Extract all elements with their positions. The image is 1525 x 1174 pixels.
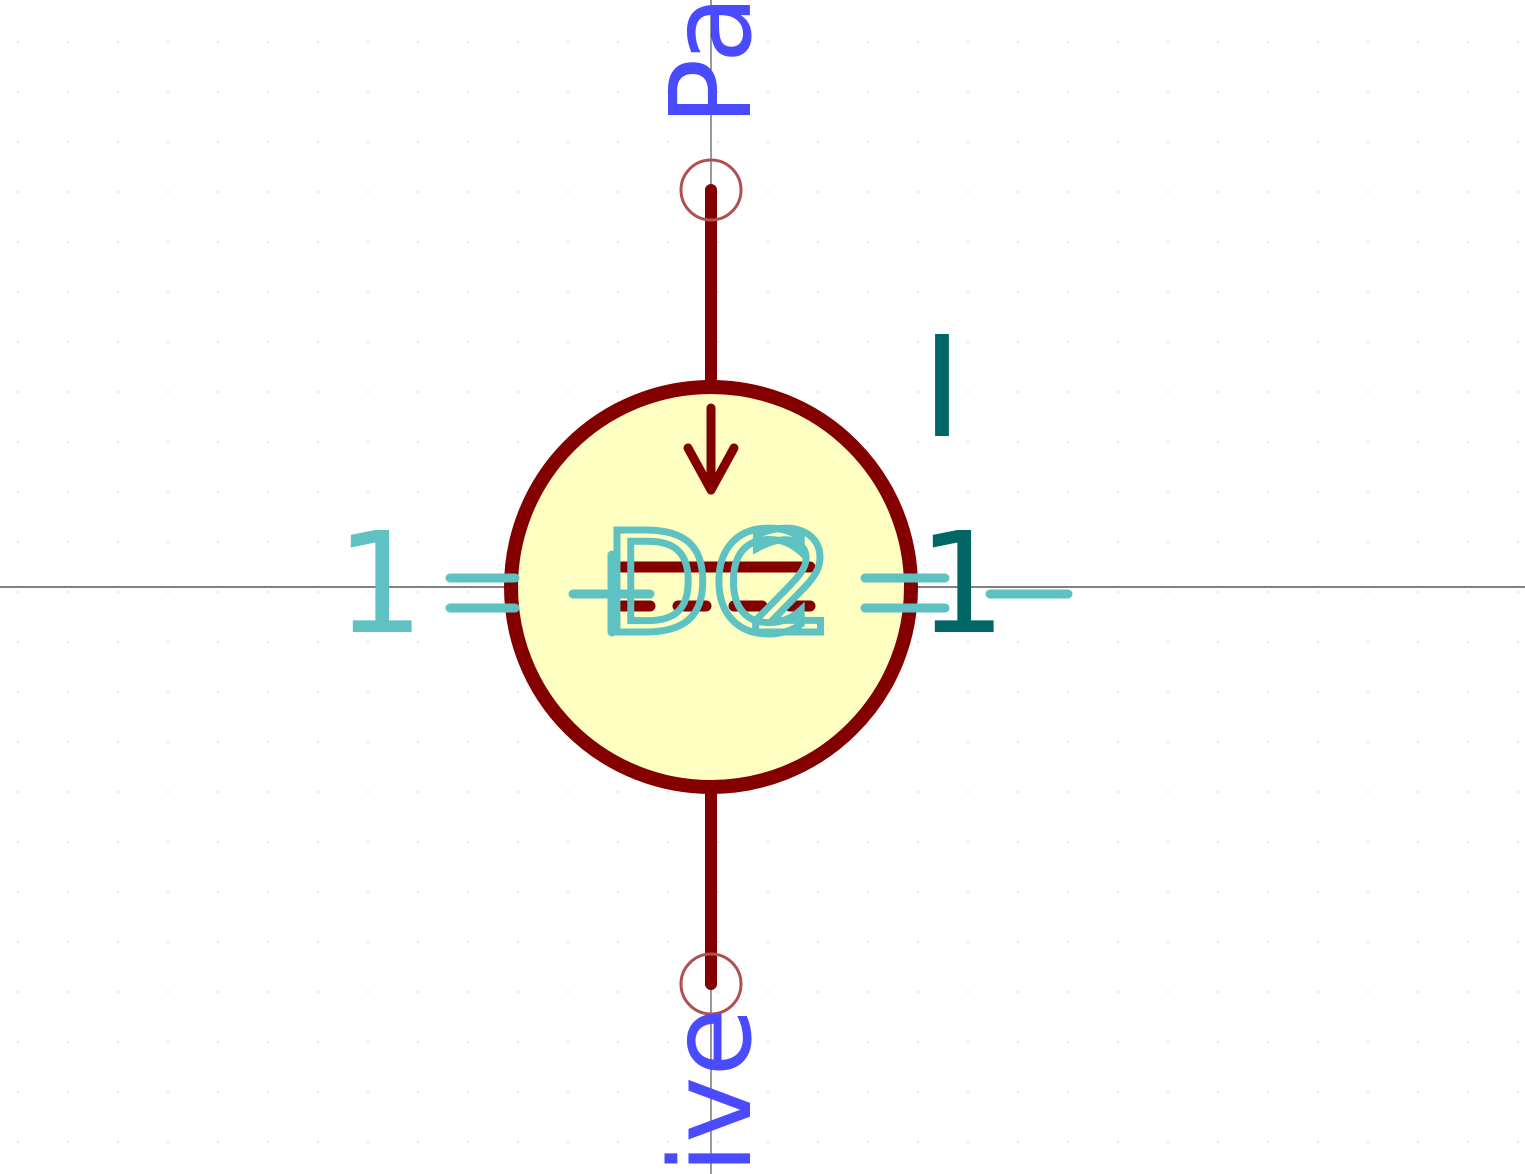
dc-symbol-icon bbox=[616, 561, 816, 612]
pin-top-name: Pa bbox=[647, 0, 777, 126]
pin-top[interactable] bbox=[679, 158, 743, 386]
reference-right[interactable]: 1 bbox=[917, 503, 1006, 666]
pin-bottom-endpoint-icon bbox=[679, 952, 743, 1016]
reference-left-dashes bbox=[445, 550, 655, 637]
reference-right-dashes bbox=[860, 573, 1073, 613]
value-field[interactable]: I bbox=[921, 307, 962, 470]
pin-bottom-name: ive bbox=[647, 1008, 777, 1174]
reference-left[interactable]: 1 bbox=[335, 503, 424, 666]
pin-bottom[interactable] bbox=[679, 788, 743, 1016]
symbol-body[interactable] bbox=[504, 380, 918, 794]
current-arrow-icon bbox=[683, 403, 739, 495]
pin-top-endpoint-icon bbox=[679, 158, 743, 222]
reference-center[interactable]: DC bbox=[600, 500, 813, 670]
overlay-field[interactable]: 2 bbox=[742, 500, 838, 670]
